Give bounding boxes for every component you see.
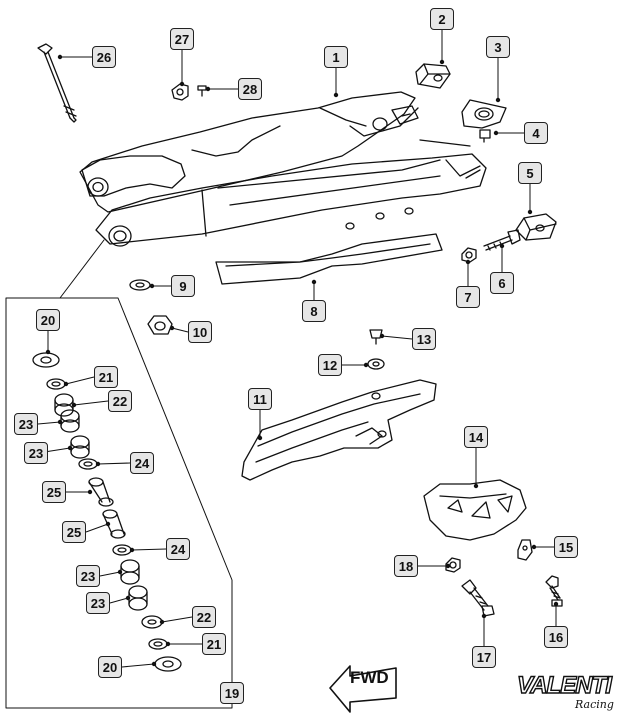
callout-18: 18	[394, 555, 418, 577]
callout-20: 20	[98, 656, 122, 678]
callout-23: 23	[86, 592, 110, 614]
callout-14: 14	[464, 426, 488, 448]
callout-23: 23	[76, 565, 100, 587]
chain-guide	[423, 479, 527, 541]
nut-18	[445, 557, 461, 573]
kit-pointer	[59, 239, 105, 299]
callout-22: 22	[108, 390, 132, 412]
swingarm	[79, 91, 487, 247]
nut-7	[461, 247, 477, 263]
screw-4	[479, 129, 491, 143]
fitting-27	[171, 83, 189, 101]
axle-bolt	[37, 43, 77, 123]
callout-26: 26	[92, 46, 116, 68]
callout-21: 21	[94, 366, 118, 388]
callout-4: 4	[524, 122, 548, 144]
callout-25: 25	[42, 481, 66, 503]
chain-adjuster-plate	[461, 99, 507, 129]
brand-name: VALENTI	[516, 671, 612, 699]
callout-22: 22	[192, 606, 216, 628]
bolt-16	[545, 575, 563, 607]
leader-lines	[37, 30, 557, 668]
callout-25: 25	[62, 521, 86, 543]
swingarm-guard	[215, 233, 443, 285]
callout-16: 16	[544, 626, 568, 648]
callout-6: 6	[490, 272, 514, 294]
clip-15	[517, 539, 533, 561]
axle-block-right	[415, 63, 451, 89]
forward-label: FWD	[350, 668, 389, 687]
callout-24: 24	[130, 452, 154, 474]
callout-15: 15	[554, 536, 578, 558]
kit-outline	[5, 297, 233, 709]
callout-12: 12	[318, 354, 342, 376]
callout-8: 8	[302, 300, 326, 322]
chain-slider	[241, 379, 437, 481]
callout-21: 21	[202, 633, 226, 655]
callout-1: 1	[324, 46, 348, 68]
callout-23: 23	[24, 442, 48, 464]
brand-subtitle: Racing	[575, 698, 614, 711]
callout-10: 10	[188, 321, 212, 343]
screw-28	[197, 85, 207, 97]
nut-10	[147, 315, 173, 335]
callout-5: 5	[518, 162, 542, 184]
callout-23: 23	[14, 413, 38, 435]
brand-logo: VALENTI Racing	[516, 671, 621, 716]
bolt-17	[461, 579, 495, 617]
callout-2: 2	[430, 8, 454, 30]
washer-9	[129, 279, 151, 291]
callout-28: 28	[238, 78, 262, 100]
callout-9: 9	[171, 275, 195, 297]
forward-arrow	[329, 665, 397, 713]
screw-13	[369, 329, 383, 345]
callout-24: 24	[166, 538, 190, 560]
callout-19: 19	[220, 682, 244, 704]
callout-7: 7	[456, 286, 480, 308]
washer-12	[367, 358, 385, 370]
leader-dots	[45, 54, 559, 667]
callout-20: 20	[36, 309, 60, 331]
axle-block-left	[515, 213, 557, 241]
callout-3: 3	[486, 36, 510, 58]
callout-17: 17	[472, 646, 496, 668]
callout-27: 27	[170, 28, 194, 50]
callout-11: 11	[248, 388, 272, 410]
callout-13: 13	[412, 328, 436, 350]
